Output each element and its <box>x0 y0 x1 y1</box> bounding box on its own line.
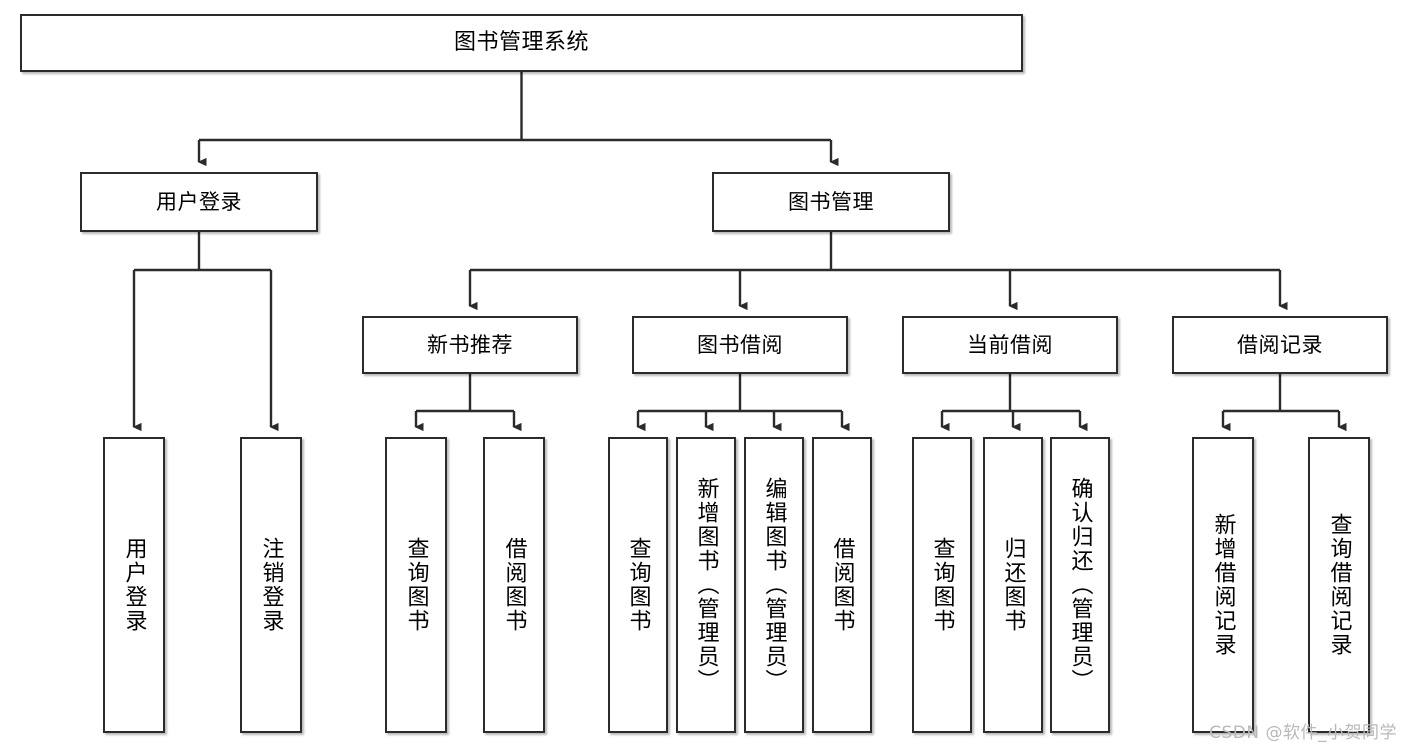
node-leaf-return-books[interactable]: 归还图书 <box>983 437 1043 733</box>
node-leaf-borrow-books-2[interactable]: 借阅图书 <box>812 437 872 733</box>
node-current-borrow[interactable]: 当前借阅 <box>902 316 1118 374</box>
node-root-system[interactable]: 图书管理系统 <box>20 14 1023 72</box>
node-label: 借阅记录 <box>1237 332 1323 357</box>
node-label: 当前借阅 <box>967 332 1053 357</box>
node-label: 查询图书 <box>403 537 429 633</box>
node-label: 查询图书 <box>929 537 955 633</box>
node-leaf-query-borrow-record[interactable]: 查询借阅记录 <box>1308 437 1370 733</box>
node-label: 编辑图书（管理员） <box>761 477 787 693</box>
node-leaf-borrow-books-1[interactable]: 借阅图书 <box>483 437 545 733</box>
node-leaf-query-books-3[interactable]: 查询图书 <box>912 437 972 733</box>
node-new-book-recommend[interactable]: 新书推荐 <box>362 316 578 374</box>
node-leaf-edit-book-admin[interactable]: 编辑图书（管理员） <box>744 437 804 733</box>
node-book-manage[interactable]: 图书管理 <box>712 172 950 232</box>
node-label: 新增图书（管理员） <box>693 477 719 693</box>
node-label: 新增借阅记录 <box>1210 513 1236 657</box>
node-borrow-record[interactable]: 借阅记录 <box>1172 316 1388 374</box>
csdn-watermark: CSDN @软件_小贺同学 <box>1209 723 1397 743</box>
node-label: 用户登录 <box>121 537 147 633</box>
node-label: 查询借阅记录 <box>1326 513 1352 657</box>
node-label: 查询图书 <box>625 537 651 633</box>
node-label: 图书借阅 <box>697 332 783 357</box>
node-label: 注销登录 <box>258 537 284 633</box>
node-label: 用户登录 <box>156 189 242 214</box>
node-leaf-user-login[interactable]: 用户登录 <box>103 437 165 733</box>
node-label: 确认归还（管理员） <box>1067 477 1093 693</box>
node-label: 借阅图书 <box>501 537 527 633</box>
node-label: 图书管理 <box>788 189 874 214</box>
node-book-borrow[interactable]: 图书借阅 <box>632 316 848 374</box>
node-leaf-query-books-1[interactable]: 查询图书 <box>385 437 447 733</box>
node-label: 新书推荐 <box>427 332 513 357</box>
node-leaf-add-borrow-record[interactable]: 新增借阅记录 <box>1192 437 1254 733</box>
node-label: 借阅图书 <box>829 537 855 633</box>
node-leaf-add-book-admin[interactable]: 新增图书（管理员） <box>676 437 736 733</box>
node-user-login[interactable]: 用户登录 <box>80 172 318 232</box>
node-label: 图书管理系统 <box>453 30 589 56</box>
node-label: 归还图书 <box>1000 537 1026 633</box>
node-leaf-confirm-return-admin[interactable]: 确认归还（管理员） <box>1050 437 1110 733</box>
node-leaf-query-books-2[interactable]: 查询图书 <box>608 437 668 733</box>
node-leaf-logout[interactable]: 注销登录 <box>240 437 302 733</box>
